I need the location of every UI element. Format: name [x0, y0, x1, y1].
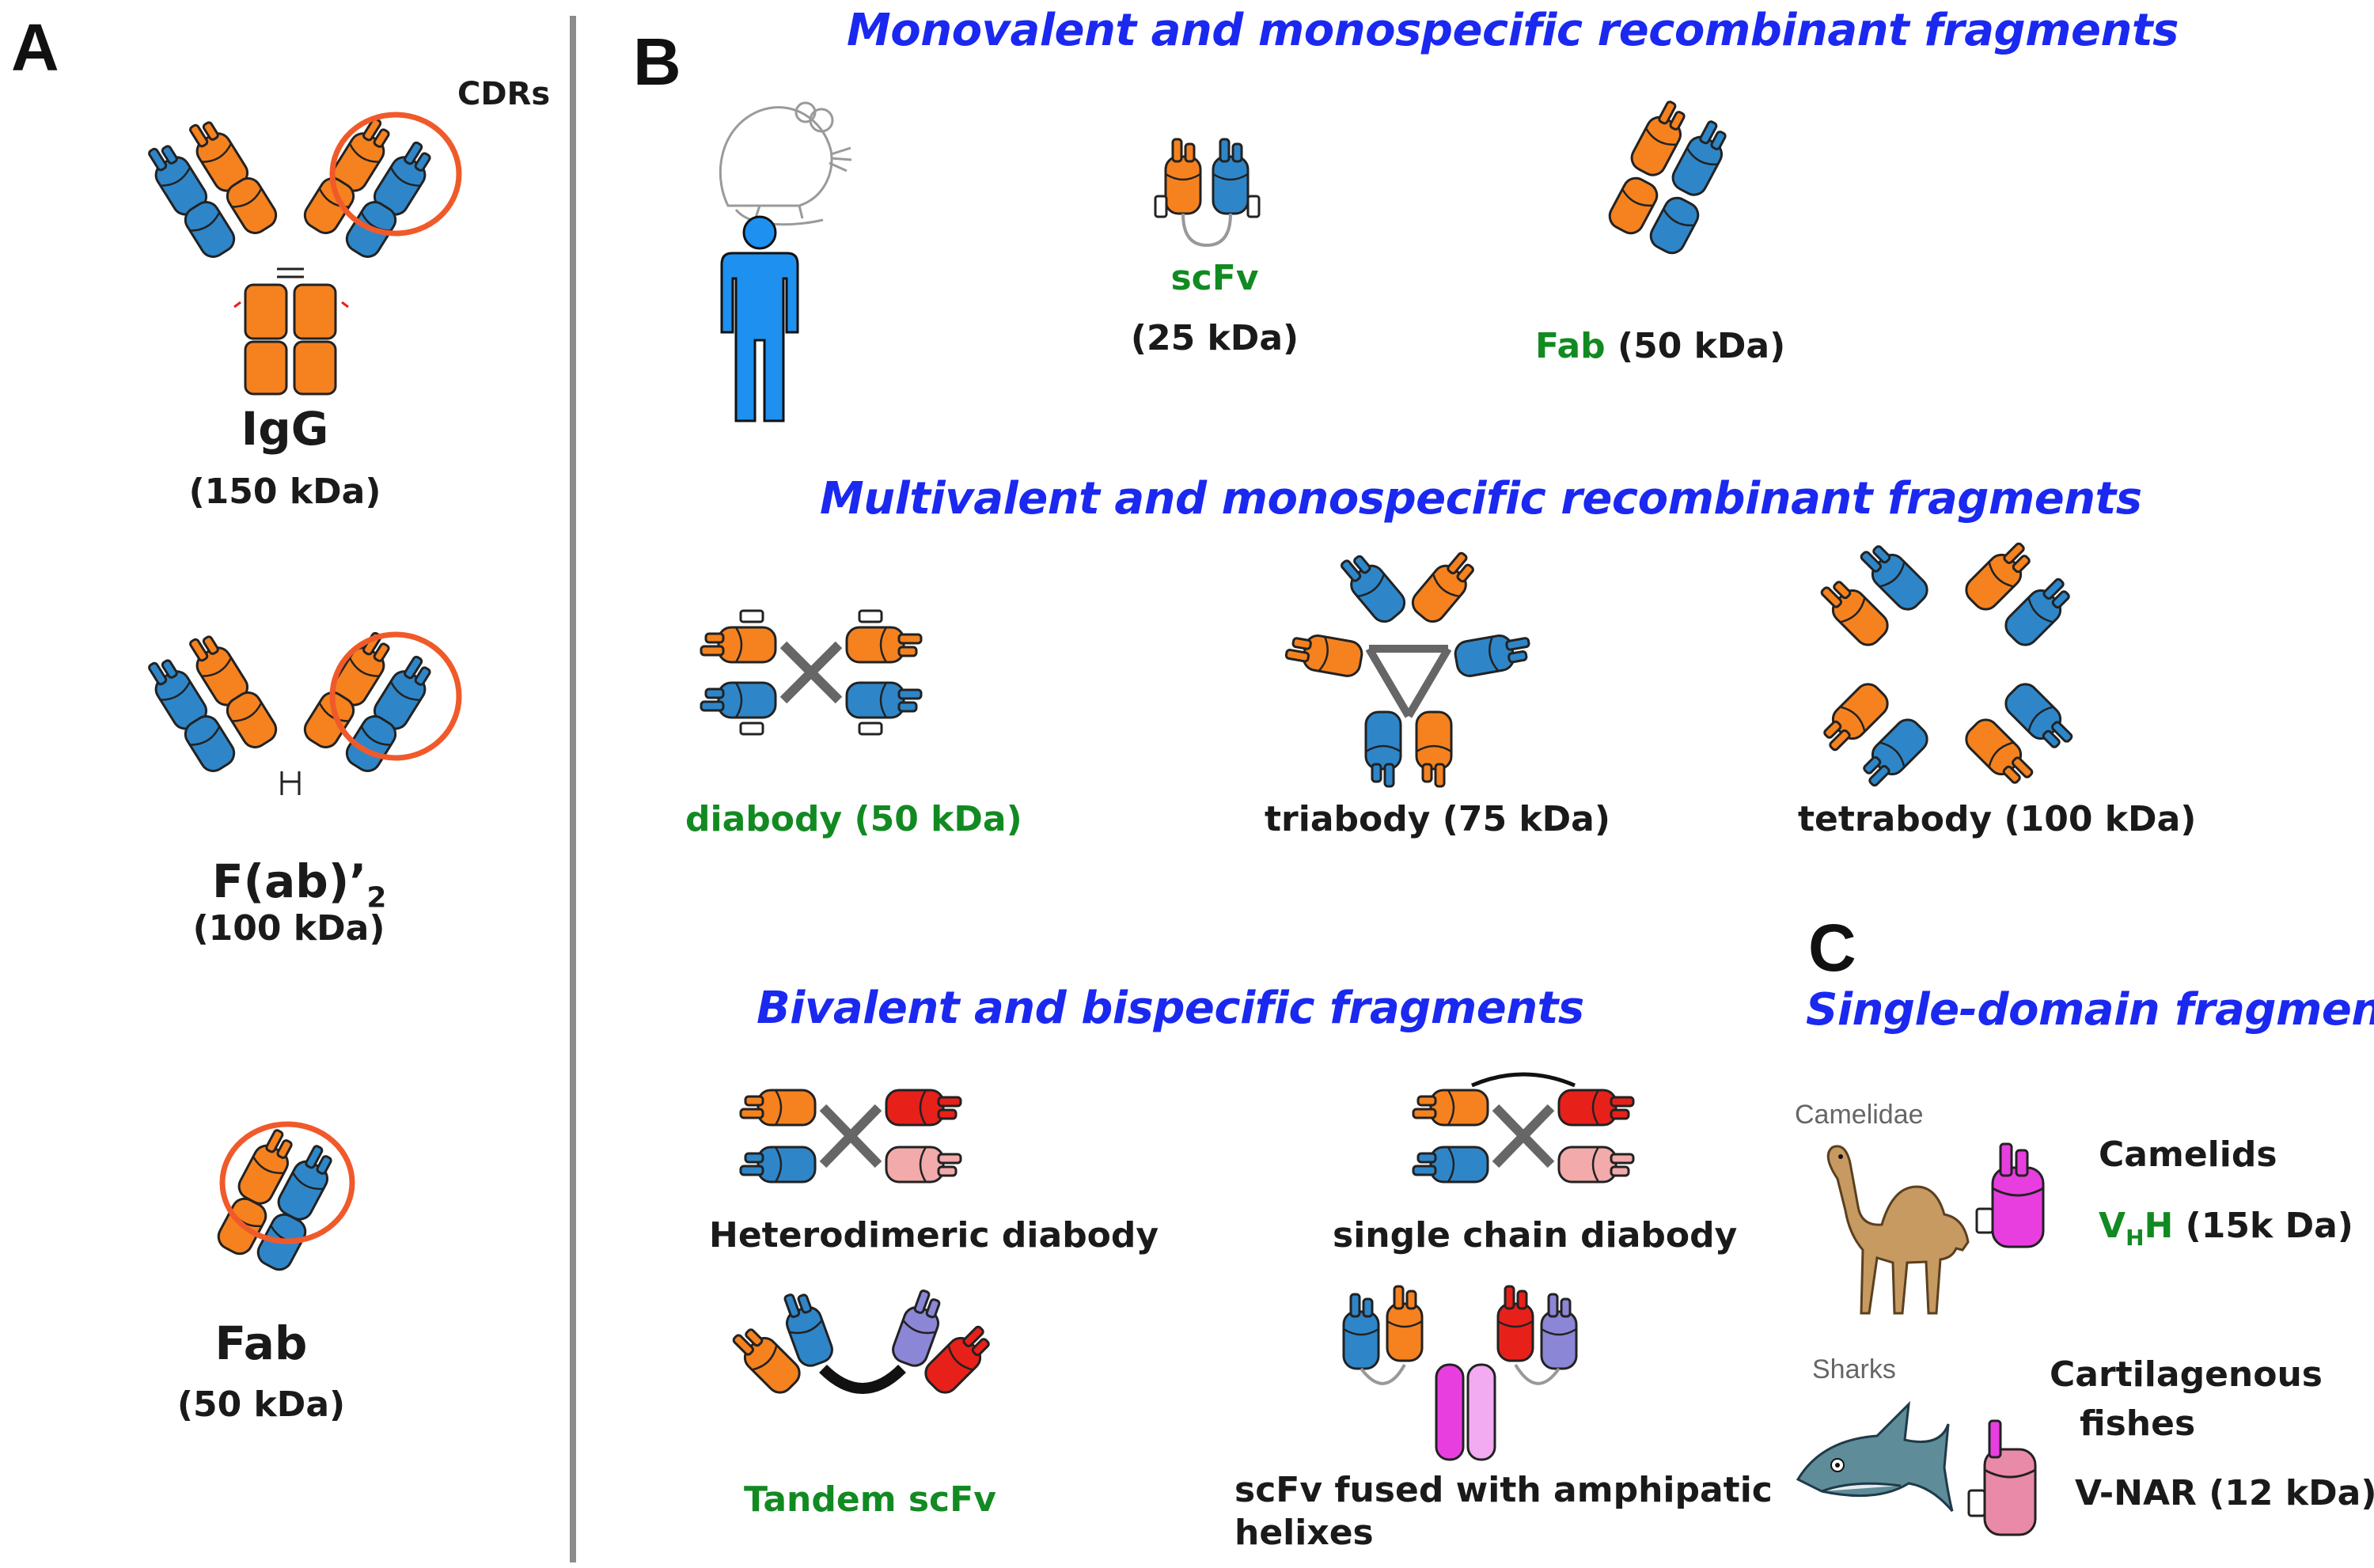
scfv-name: scFv [1170, 258, 1259, 298]
vhh-label: VHH (15k Da) [2099, 1206, 2353, 1251]
fab2-diagram [140, 627, 441, 795]
scfv-helix-diagram [1342, 1285, 1578, 1461]
panel-b-letter: B [633, 25, 681, 99]
vnar-domain-diagram [1967, 1419, 2037, 1536]
fab-b-label: Fab (50 kDa) [1535, 326, 1786, 366]
fab2-name: F(ab)’2 [212, 854, 387, 915]
panel-a-letter: A [11, 10, 59, 85]
tandem-scfv-label: Tandem scFv [744, 1479, 996, 1520]
fab-b-diagram [1604, 96, 1735, 259]
fab-a-mass: (50 kDa) [176, 1384, 346, 1425]
scfv-helix-label-1: scFv fused with amphipatic [1234, 1470, 1773, 1510]
human-icon [720, 215, 799, 422]
sharks-caption: Sharks [1812, 1354, 1896, 1384]
sc-diabody-label: single chain diabody [1333, 1215, 1738, 1256]
scfv-diagram [1154, 138, 1261, 248]
camel-icon [1826, 1145, 1970, 1315]
vnar-label: V-NAR (12 kDa) [2075, 1473, 2374, 1513]
camelids-label: Camelids [2099, 1134, 2277, 1175]
hetero-diabody-label: Heterodimeric diabody [709, 1215, 1159, 1256]
tandem-scfv-diagram [726, 1286, 999, 1399]
shark-icon [1796, 1400, 1954, 1512]
tetrabody-label: tetrabody (100 kDa) [1798, 799, 2197, 839]
cartilagenous-label-1: Cartilagenous [2050, 1354, 2323, 1395]
triabody-label: triabody (75 kDa) [1265, 799, 1610, 839]
fab2-cdr-circle [329, 631, 462, 761]
heading-single-domain: Single-domain fragment [1806, 984, 2374, 1036]
vhh-domain-diagram [1975, 1142, 2045, 1248]
igg-cdr-circle [329, 112, 462, 237]
heading-multivalent: Multivalent and monospecific recombinant… [820, 473, 2142, 525]
diabody-diagram [700, 609, 923, 736]
hetero-diabody-diagram [739, 1089, 962, 1184]
heading-monovalent: Monovalent and monospecific recombinant … [847, 5, 2179, 56]
igg-fc [244, 283, 337, 396]
fab-a-name: Fab [214, 1316, 308, 1370]
scfv-mass: (25 kDa) [1130, 318, 1299, 358]
fab-a-cdr-circle [219, 1121, 355, 1244]
panel-c-letter: C [1808, 911, 1856, 985]
triabody-diagram [1283, 546, 1534, 788]
camelidae-caption: Camelidae [1795, 1100, 1924, 1130]
tetrabody-diagram [1814, 536, 2080, 793]
igg-diagram [140, 112, 441, 396]
igg-name: IgG [241, 402, 329, 456]
heading-bispecific: Bivalent and bispecific fragments [757, 983, 1584, 1034]
sc-diabody-diagram [1412, 1072, 1635, 1184]
igg-mass: (150 kDa) [188, 472, 381, 512]
panel-divider [570, 16, 576, 1562]
cartilagenous-label-2: fishes [2080, 1403, 2196, 1444]
cdrs-label: CDRs [457, 76, 551, 112]
fab2-mass: (100 kDa) [192, 908, 385, 949]
diabody-label: diabody (50 kDa) [685, 799, 1022, 839]
scfv-helix-label-2: helixes [1234, 1513, 1374, 1553]
